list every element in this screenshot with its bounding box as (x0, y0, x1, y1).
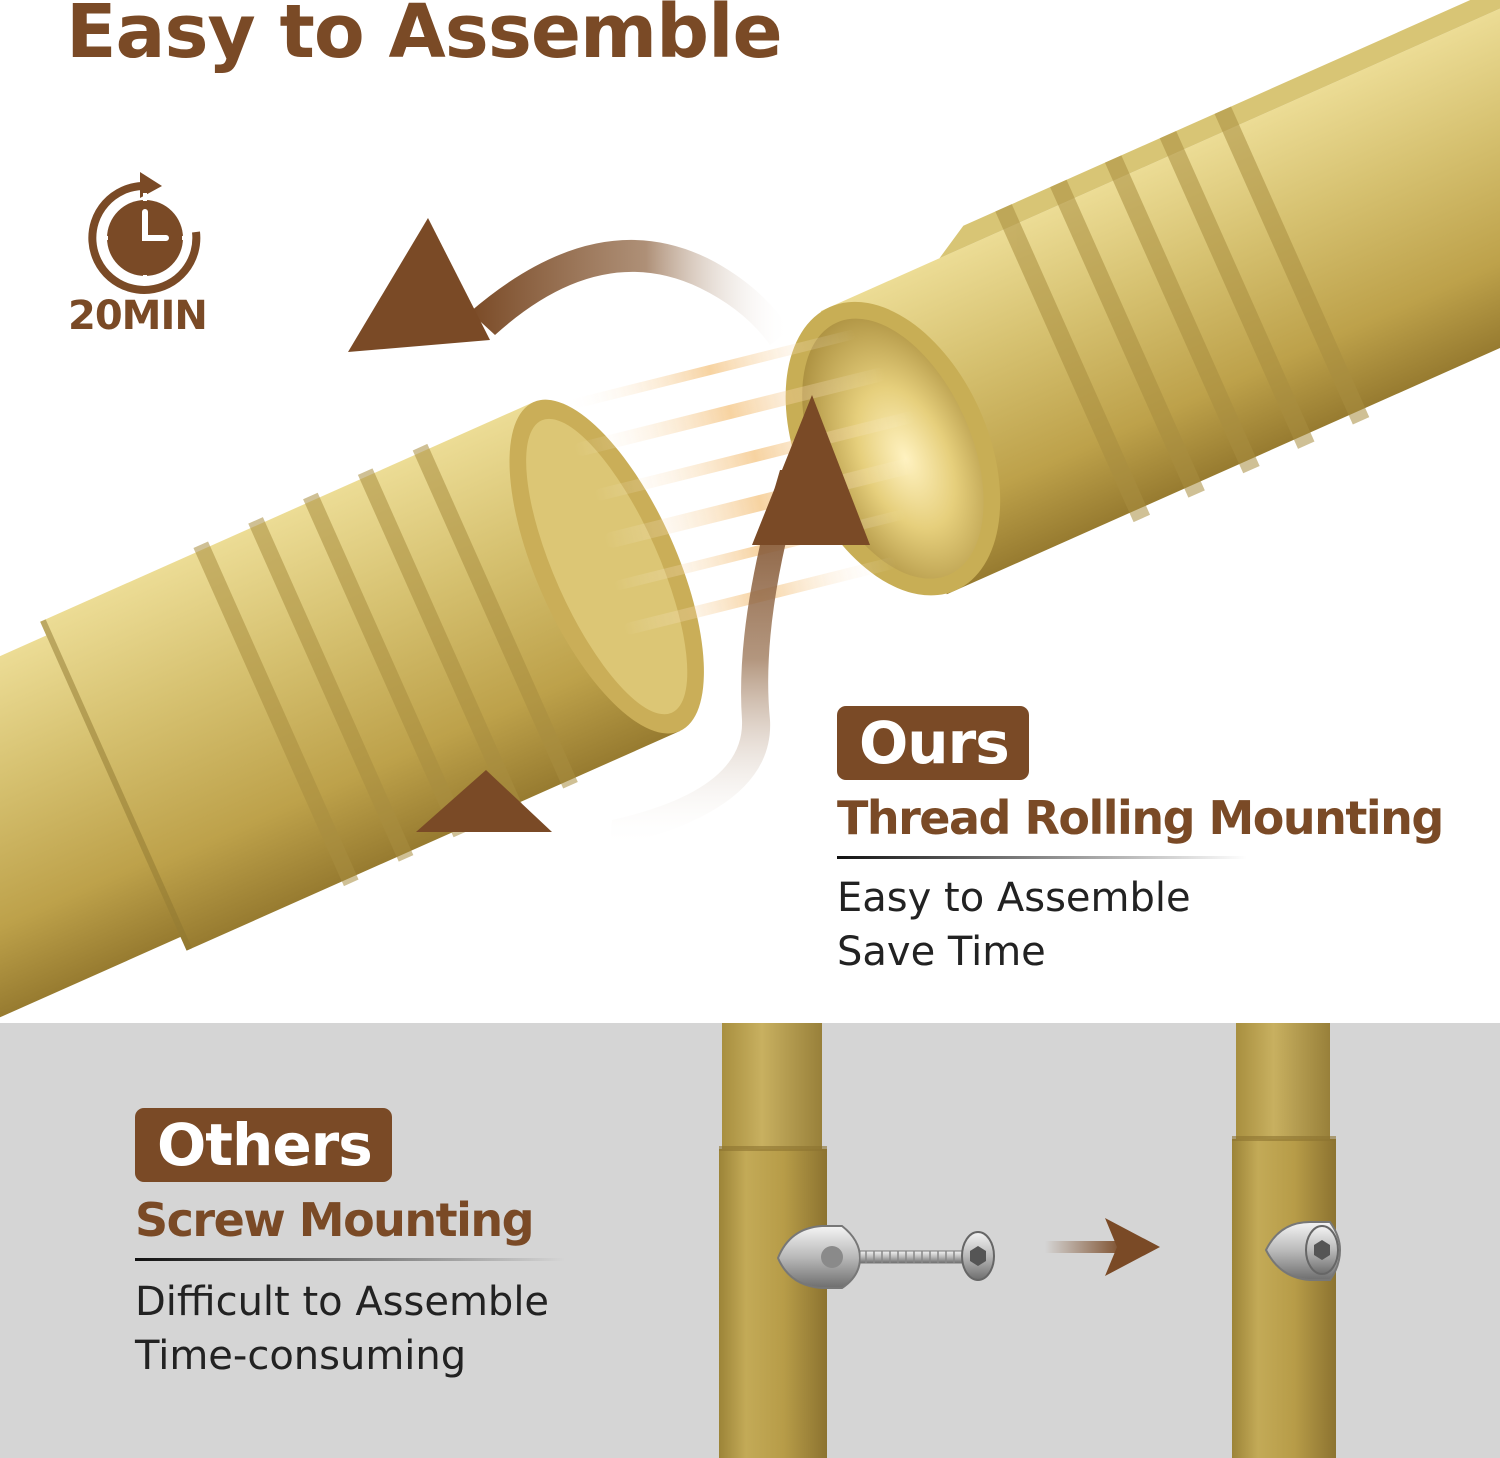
others-divider (135, 1257, 565, 1261)
ours-subhead: Thread Rolling Mounting (837, 791, 1444, 845)
arrow-icon (1045, 1218, 1160, 1276)
others-points: Difficult to Assemble Time-consuming (135, 1275, 615, 1383)
clock-timer-icon (88, 172, 201, 294)
ours-point: Save Time (837, 928, 1046, 975)
ours-block: Ours Thread Rolling Mounting Easy to Ass… (837, 706, 1487, 979)
others-block: Others Screw Mounting Difficult to Assem… (135, 1108, 615, 1383)
rotate-arrow-icon (348, 218, 870, 848)
ours-point: Easy to Assemble (837, 874, 1191, 921)
others-tag: Others (135, 1108, 392, 1182)
ours-tag: Ours (837, 706, 1029, 780)
screw-pole-after (1232, 1023, 1342, 1458)
clock-caption: 20MIN (68, 293, 208, 339)
tube-male (0, 399, 704, 1043)
screw-pole-before (719, 1023, 995, 1458)
headline: Easy to Assemble (66, 0, 783, 75)
others-subhead: Screw Mounting (135, 1193, 535, 1247)
others-point: Time-consuming (135, 1332, 467, 1379)
ours-divider (837, 855, 1247, 859)
others-point: Difficult to Assemble (135, 1278, 550, 1325)
ours-points: Easy to Assemble Save Time (837, 871, 1487, 979)
